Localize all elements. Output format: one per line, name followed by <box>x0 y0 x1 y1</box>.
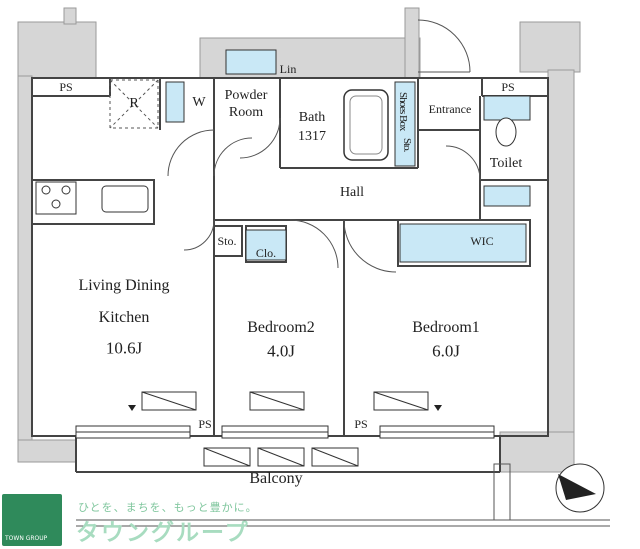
bath-label: Bath <box>298 110 326 125</box>
toilet-label: Toilet <box>489 156 523 171</box>
interior-walls <box>31 77 549 473</box>
refrigerator-label: R <box>129 96 139 111</box>
town-group-logo <box>2 494 62 546</box>
ps-label-top-left: PS <box>59 80 73 94</box>
bedroom2-label: Bedroom2 <box>247 319 315 336</box>
entrance-label: Entrance <box>428 102 472 116</box>
logo-text: TOWN GROUP <box>5 535 48 542</box>
toilet-bowl <box>495 117 517 147</box>
compass-needle <box>558 474 596 500</box>
storage-label-hall: Sto. <box>401 138 413 152</box>
burner-2 <box>61 185 71 195</box>
marker-left <box>128 405 136 411</box>
marker-right <box>434 405 442 411</box>
powder-room-label-2: Room <box>228 105 264 120</box>
door-swings <box>167 19 481 273</box>
bedroom1-label: Bedroom1 <box>412 319 480 336</box>
powder-room-label-1: Powder <box>224 88 268 103</box>
ldk-size: 10.6J <box>105 338 143 358</box>
wall-top-left <box>17 21 97 79</box>
brand-name: タウングループ <box>76 520 250 546</box>
bathtub <box>343 89 389 161</box>
ps-label-bottom-1: PS <box>198 417 212 431</box>
shoes-box <box>394 81 416 167</box>
closet-shelf <box>245 229 287 261</box>
ac-units <box>141 391 429 467</box>
storage-label-bedroom2: Sto. <box>217 234 237 248</box>
windows <box>75 425 495 439</box>
brand-tagline: ひとを、まちを、もっと豊かに。 <box>78 501 258 514</box>
ps-label-top-right: PS <box>501 80 515 94</box>
shoes-box-label: Shoes Box <box>397 92 409 131</box>
burner-1 <box>41 185 51 195</box>
bathtub-inner <box>349 95 383 155</box>
kitchen-sink <box>101 185 149 213</box>
ldk-label-line1: Living Dining <box>78 277 170 294</box>
blue-fixtures <box>165 49 531 263</box>
ldk-label-line2: Kitchen <box>98 309 150 326</box>
wall-top-right <box>519 21 581 73</box>
linen-label: Lin <box>279 62 297 76</box>
wall-right <box>547 69 575 435</box>
washer-pan <box>165 81 185 123</box>
wall-left <box>17 75 33 445</box>
wic-shelf <box>399 223 527 263</box>
wall-column-top <box>63 7 77 25</box>
stove <box>35 181 77 215</box>
balcony-label: Balcony <box>249 470 303 487</box>
toilet-tank <box>483 95 531 121</box>
wall-top-entrance <box>404 7 420 79</box>
closet-label: Clo. <box>255 246 277 260</box>
bath-size: 1317 <box>298 129 326 144</box>
wic-label: WIC <box>470 234 494 248</box>
hall-label: Hall <box>339 185 365 200</box>
bedroom1-size: 6.0J <box>432 341 460 361</box>
washer-label: W <box>192 95 206 110</box>
burner-3 <box>51 199 61 209</box>
wall-bottom-right <box>499 431 575 473</box>
linen-cabinet <box>225 49 277 75</box>
wall-bottom-left <box>17 439 77 463</box>
refrigerator-diag-1 <box>109 79 159 129</box>
refrigerator-space <box>109 79 159 129</box>
refrigerator-diag-2 <box>109 79 159 129</box>
ps-label-bottom-2: PS <box>354 417 368 431</box>
bedroom2-size: 4.0J <box>267 341 295 361</box>
toilet-shelf <box>483 185 531 207</box>
